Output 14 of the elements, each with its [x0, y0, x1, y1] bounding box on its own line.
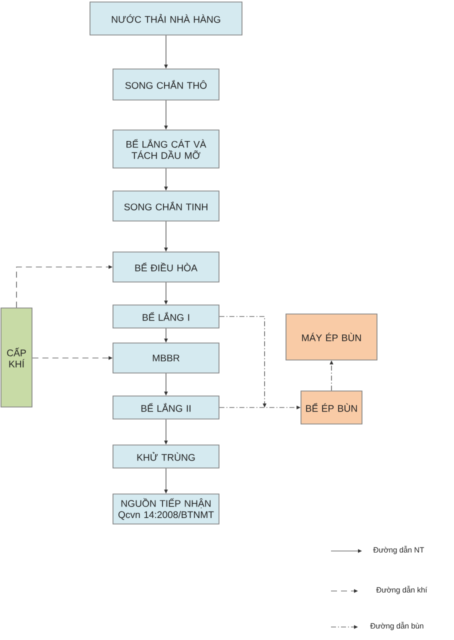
process-box: BỂ LẮNG II [112, 396, 220, 420]
process-box: BỂ LẮNG CÁT VÀ TÁCH DẦU MỠ [112, 130, 220, 168]
arrow [219, 316, 266, 408]
process-box: SONG CHẮN TINH [112, 190, 220, 222]
process-box: SONG CHẮN THÔ [112, 68, 220, 100]
process-box: KHỬ TRÙNG [112, 444, 220, 468]
process-box: MÁY ÉP BÙN [286, 314, 378, 360]
process-box: CẤP KHÍ [0, 308, 32, 408]
process-box: BỂ ĐIỀU HÒA [112, 252, 220, 282]
process-box: NGUỒN TIẾP NHẬN Qcvn 14:2008/BTNMT [112, 494, 220, 524]
process-box: MBBR [112, 342, 220, 374]
process-box: BỂ ÉP BÙN [300, 390, 362, 424]
process-box: BỂ LẮNG I [112, 304, 220, 328]
process-box: NƯỚC THẢI NHÀ HÀNG [90, 2, 242, 36]
